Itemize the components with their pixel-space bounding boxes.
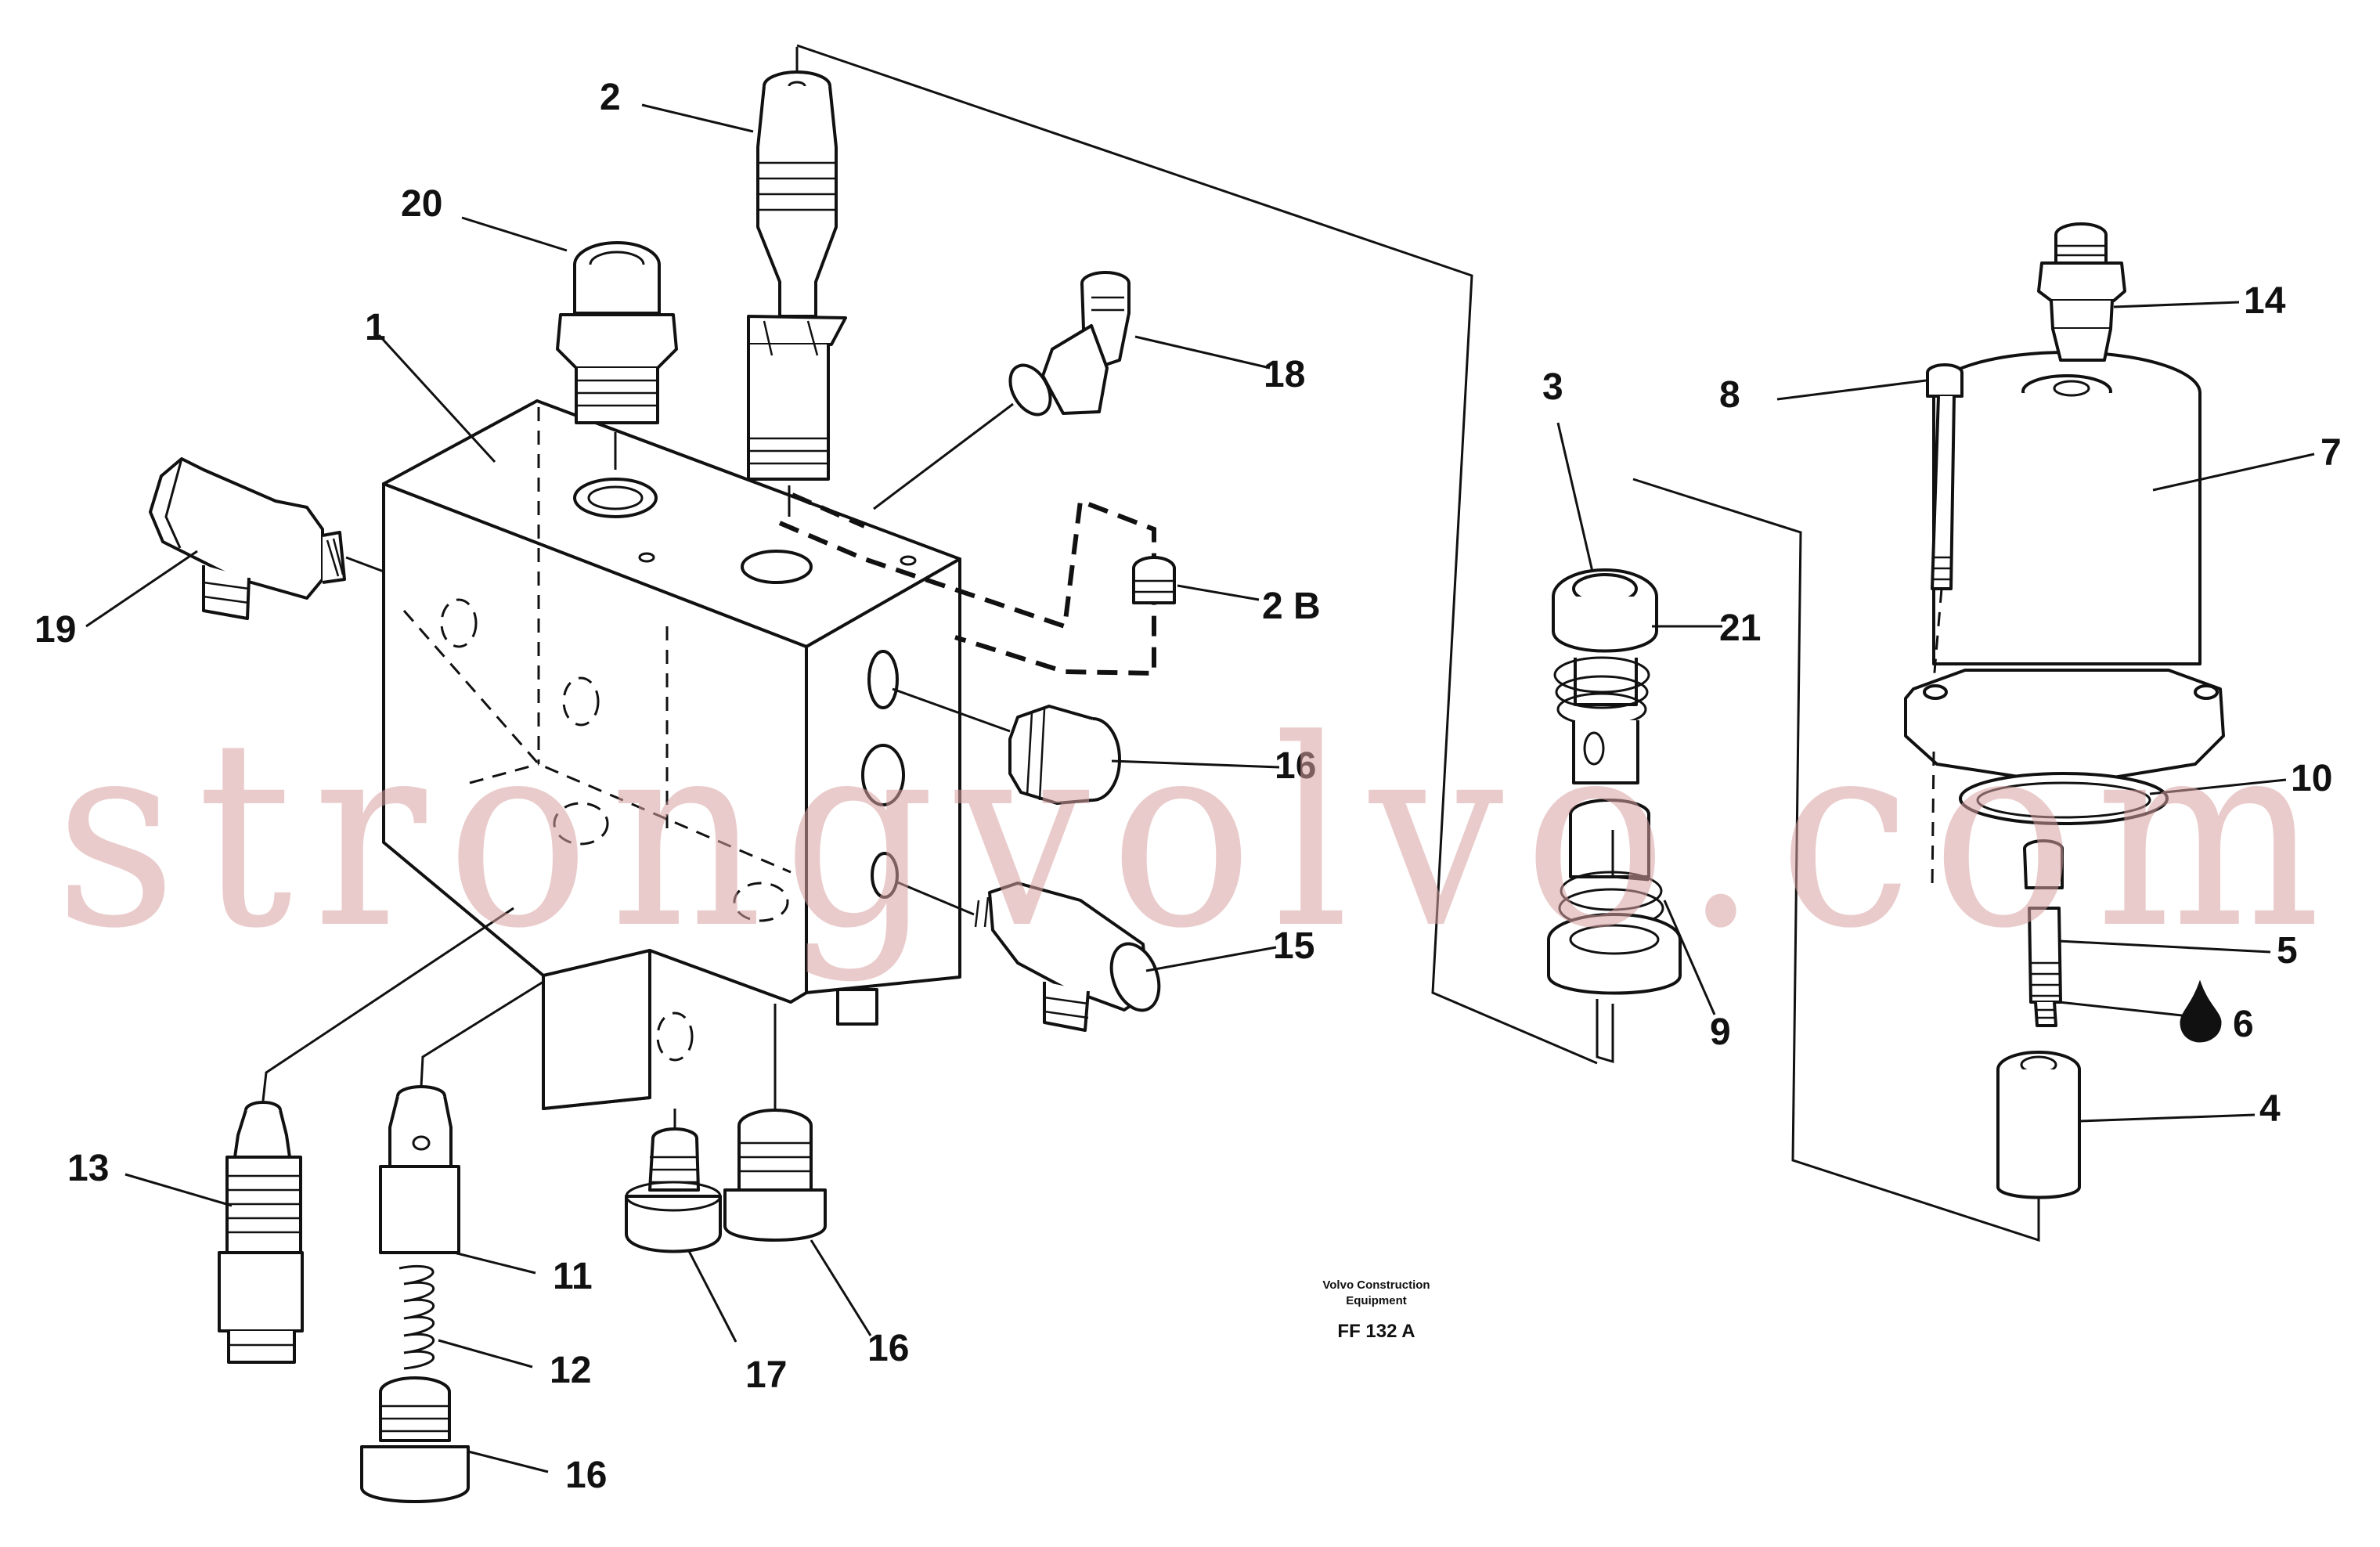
callout-10: 10 [2291,758,2332,799]
callout-labels: 1 2 2 B 3 4 5 6 7 8 9 10 11 12 13 14 15 … [34,77,2342,1496]
callout-21: 21 [1719,608,1761,649]
callout-16-bottom-center: 16 [867,1328,909,1369]
callout-11: 11 [553,1256,593,1297]
spool-part-11 [379,980,544,1254]
watermark: strongvolvo.com [55,684,2341,985]
caption-line-2: Equipment [1346,1294,1407,1307]
callout-1: 1 [365,307,386,348]
cartridge-part-2 [747,47,847,517]
spool-stack [1569,720,1650,882]
callout-18: 18 [1264,354,1305,395]
oil-drop-icon-part-6 [2180,979,2222,1043]
spring-part-12 [398,1264,435,1370]
bolt-part-8 [1926,363,1964,890]
plug-part-16-side [892,687,1121,805]
callout-14: 14 [2244,280,2286,322]
figure-caption: Volvo Construction Equipment FF 132 A [1322,1278,1430,1342]
assembly-line-b [1632,478,2040,1242]
plug-part-16-bottom-left [360,1376,470,1503]
callout-7: 7 [2320,432,2342,474]
caption-line-1: Volvo Construction [1322,1278,1430,1292]
callout-20: 20 [401,183,442,225]
callout-2: 2 [600,77,621,118]
callout-19: 19 [34,609,76,651]
sleeve-part-4 [1996,1051,2081,1199]
callout-8: 8 [1719,374,1740,416]
valve-part-13 [218,907,514,1364]
callout-15: 15 [1273,925,1314,967]
callout-4: 4 [2259,1088,2281,1130]
figure-code: FF 132 A [1337,1321,1415,1342]
valve-block-part-1 [382,399,1156,1110]
callout-12: 12 [550,1350,591,1391]
callout-16-side: 16 [1275,745,1316,787]
plug-part-2b [1132,556,1176,604]
ring-part-9 [1547,871,1682,1064]
callout-5: 5 [2277,930,2298,972]
leader-lines [85,103,2315,1473]
callout-6: 6 [2233,1004,2254,1045]
callout-2b: 2 B [1262,586,1321,627]
callout-9: 9 [1710,1012,1731,1053]
callout-17: 17 [745,1354,787,1396]
callout-3: 3 [1542,366,1563,408]
tee-fitting-part-19 [149,457,384,620]
callout-16-bottom-left: 16 [565,1455,607,1496]
assembly-line-a [796,44,1598,1065]
elbow-fitting-part-18 [873,271,1130,510]
fitting-part-20 [556,241,678,470]
plug-part-16-bottom-center [723,1004,827,1242]
sleeve-part-3 [1552,568,1658,706]
housing-part-7 [1904,351,2225,786]
fitting-part-14 [2037,222,2126,362]
plug-part-17 [625,1109,722,1253]
callout-13: 13 [67,1148,109,1189]
oring-part-10 [1959,772,2169,825]
